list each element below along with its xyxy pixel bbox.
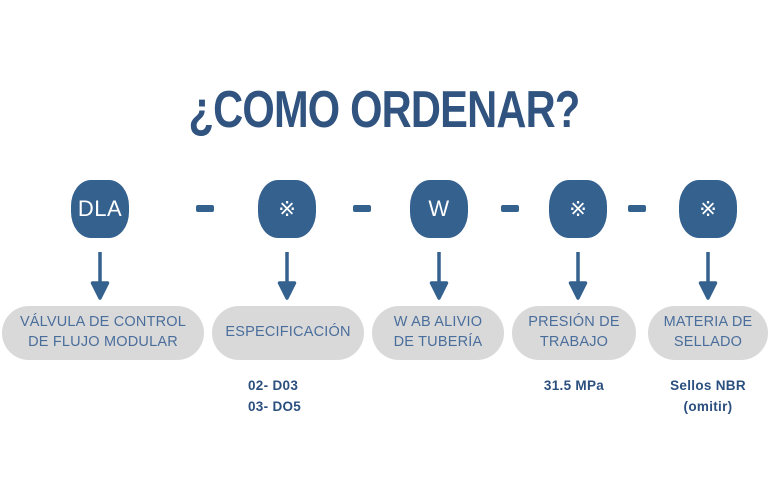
note-specification: 02- D03 03- DO5 [248, 378, 302, 414]
code-chip-1[interactable]: DLA [71, 180, 129, 238]
code-chip-2[interactable]: ※ [258, 180, 316, 238]
arrow-down-icon-4 [567, 252, 589, 302]
arrow-down-icon-1 [89, 252, 111, 302]
code-chip-4[interactable]: ※ [549, 180, 607, 238]
note-pressure: 31.5 MPa [543, 378, 605, 393]
arrow-down-icon-2 [276, 252, 298, 302]
arrow-down-icon-3 [428, 252, 450, 302]
page-title: ¿COMO ORDENAR? [188, 81, 581, 139]
label-box-2: ESPECIFICACIÓN [212, 306, 364, 360]
code-separator-1 [196, 205, 214, 212]
code-chip-5[interactable]: ※ [679, 180, 737, 238]
code-separator-2 [353, 205, 371, 212]
code-separator-4 [628, 205, 646, 212]
code-chip-3[interactable]: W [410, 180, 468, 238]
note-seal: Sellos NBR (omitir) [670, 378, 746, 414]
code-separator-3 [501, 205, 519, 212]
arrow-down-icon-5 [697, 252, 719, 302]
order-code-row: DLA ※ W ※ ※ [0, 180, 768, 238]
